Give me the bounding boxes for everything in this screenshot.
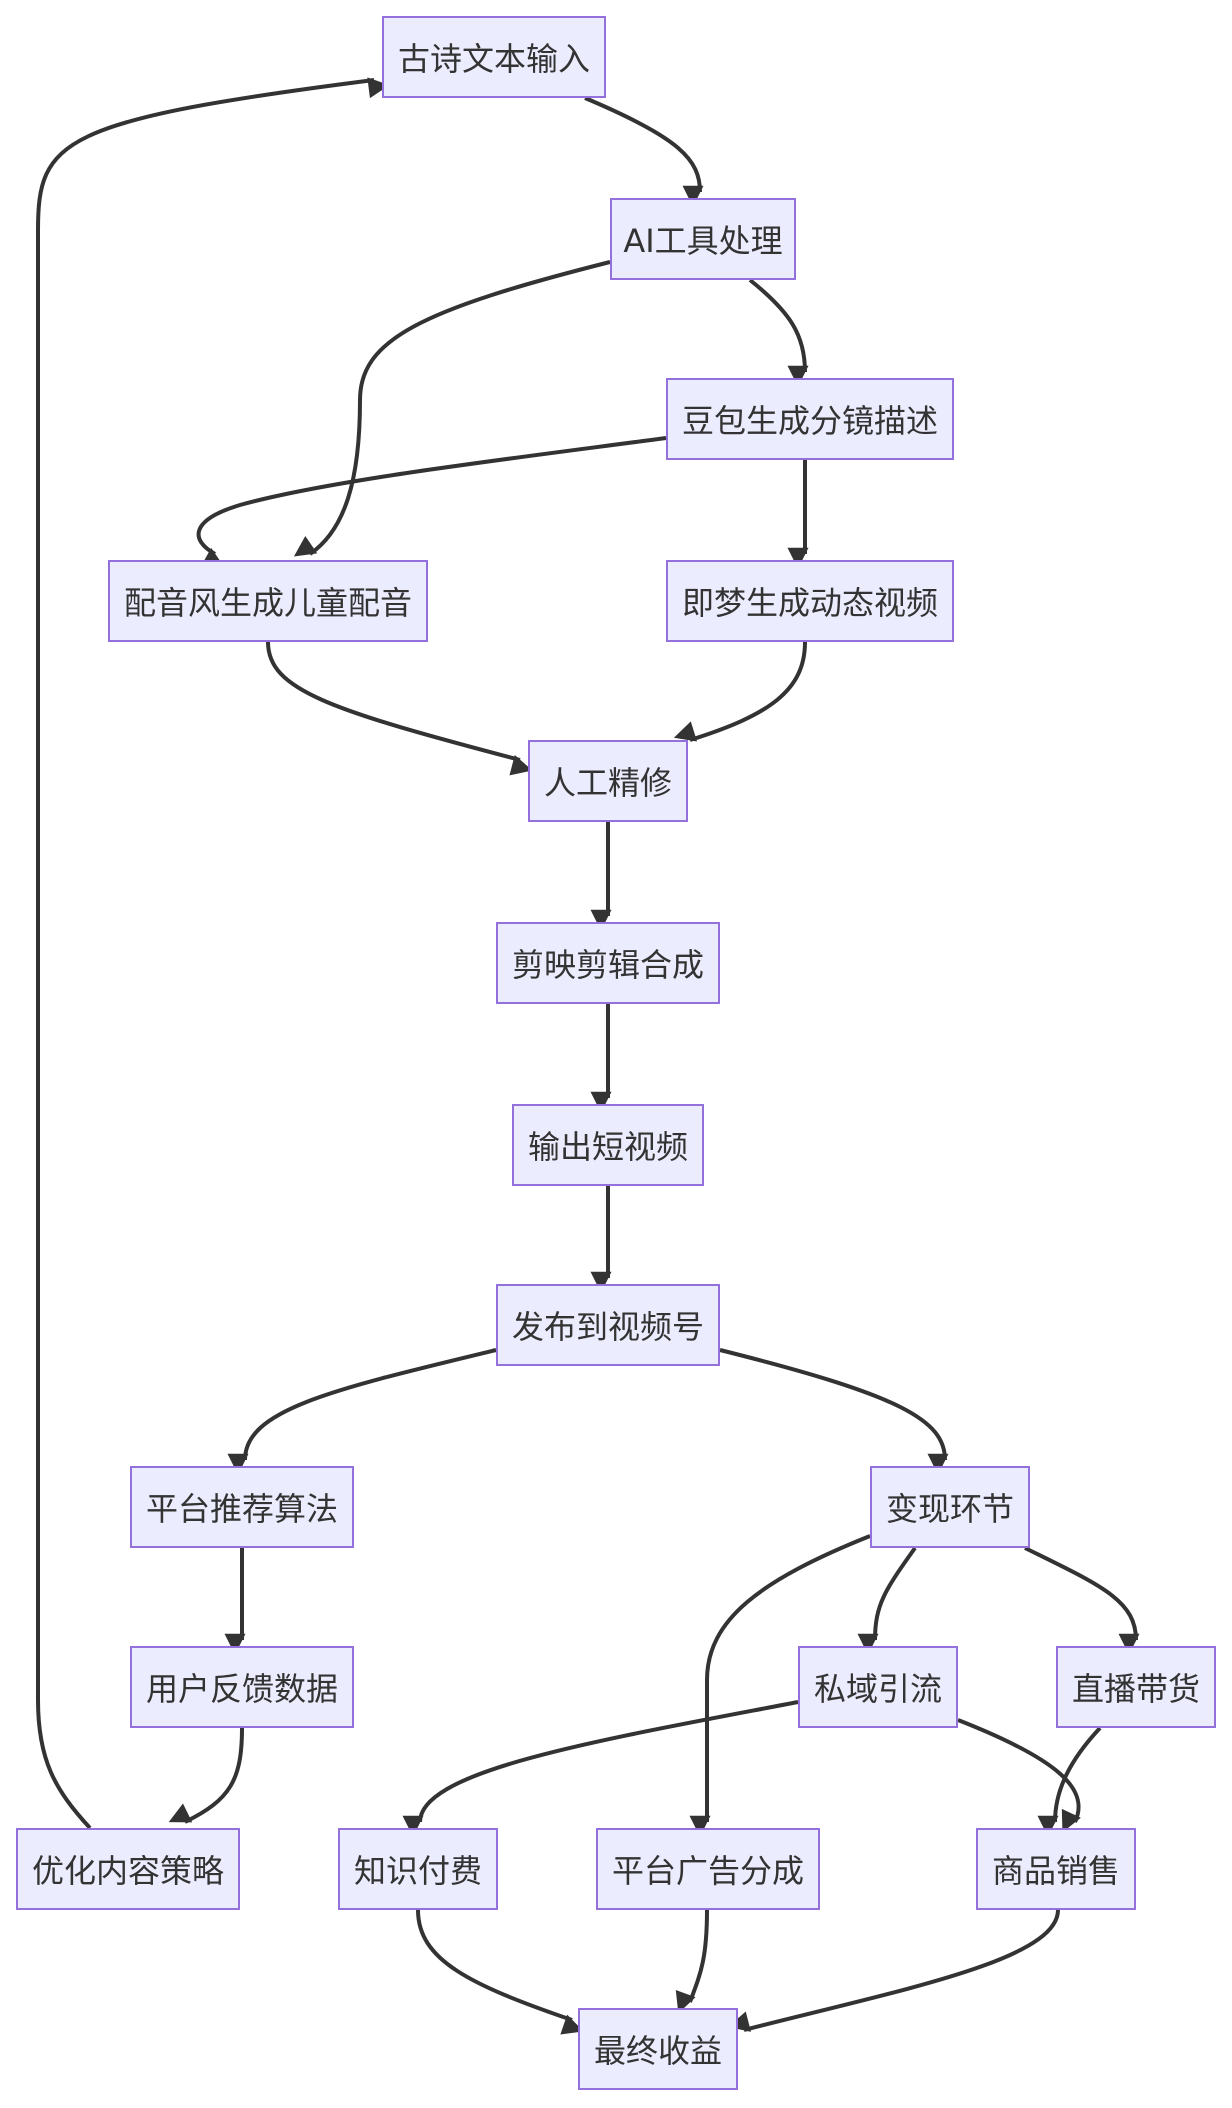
edge-knowledge-pay-to-final-income [416, 1909, 584, 2035]
edge-monetize-to-ad-share [689, 1534, 871, 1837]
edge-ai-tool-to-doubao [748, 278, 809, 387]
node-output-video: 输出短视频 [512, 1104, 704, 1186]
edge-private-traffic-to-product-sales [957, 1718, 1081, 1833]
node-algorithm: 平台推荐算法 [130, 1466, 354, 1548]
edge-ai-tool-to-dubbing [293, 260, 611, 557]
node-dubbing: 配音风生成儿童配音 [108, 560, 428, 642]
node-publish: 发布到视频号 [496, 1284, 720, 1366]
edge-jimeng-to-manual-edit [673, 641, 807, 742]
node-ad-share: 平台广告分成 [596, 1828, 820, 1910]
node-final-income: 最终收益 [578, 2008, 738, 2090]
node-private-traffic: 私域引流 [798, 1646, 958, 1728]
edge-private-traffic-to-knowledge-pay [402, 1700, 799, 1837]
edge-ad-share-to-final-income [675, 1909, 709, 2014]
node-monetize: 变现环节 [870, 1466, 1030, 1548]
edge-monetize-to-private-traffic [857, 1546, 917, 1655]
node-jianying: 剪映剪辑合成 [496, 922, 720, 1004]
node-feedback: 用户反馈数据 [130, 1646, 354, 1728]
node-ai-tool: AI工具处理 [610, 198, 796, 280]
edge-doubao-to-dubbing [196, 436, 667, 568]
edge-product-sales-to-final-income [728, 1909, 1060, 2032]
node-knowledge-pay: 知识付费 [338, 1828, 498, 1910]
edge-publish-to-monetize [719, 1348, 949, 1475]
node-poem-input: 古诗文本输入 [382, 16, 606, 98]
edge-live-sales-to-product-sales [1037, 1726, 1102, 1837]
node-doubao: 豆包生成分镜描述 [666, 378, 954, 460]
edge-monetize-to-live-sales [1024, 1546, 1140, 1655]
edge-publish-to-algorithm [227, 1348, 497, 1475]
edge-poem-input-to-ai-tool [584, 96, 704, 207]
node-manual-edit: 人工精修 [528, 740, 688, 822]
node-live-sales: 直播带货 [1056, 1646, 1216, 1728]
edge-feedback-to-optimize [168, 1727, 244, 1824]
node-optimize: 优化内容策略 [16, 1828, 240, 1910]
node-jimeng: 即梦生成动态视频 [666, 560, 954, 642]
node-product-sales: 商品销售 [976, 1828, 1136, 1910]
edge-optimize-to-poem-input [36, 77, 390, 1830]
edge-dubbing-to-manual-edit [266, 641, 533, 776]
